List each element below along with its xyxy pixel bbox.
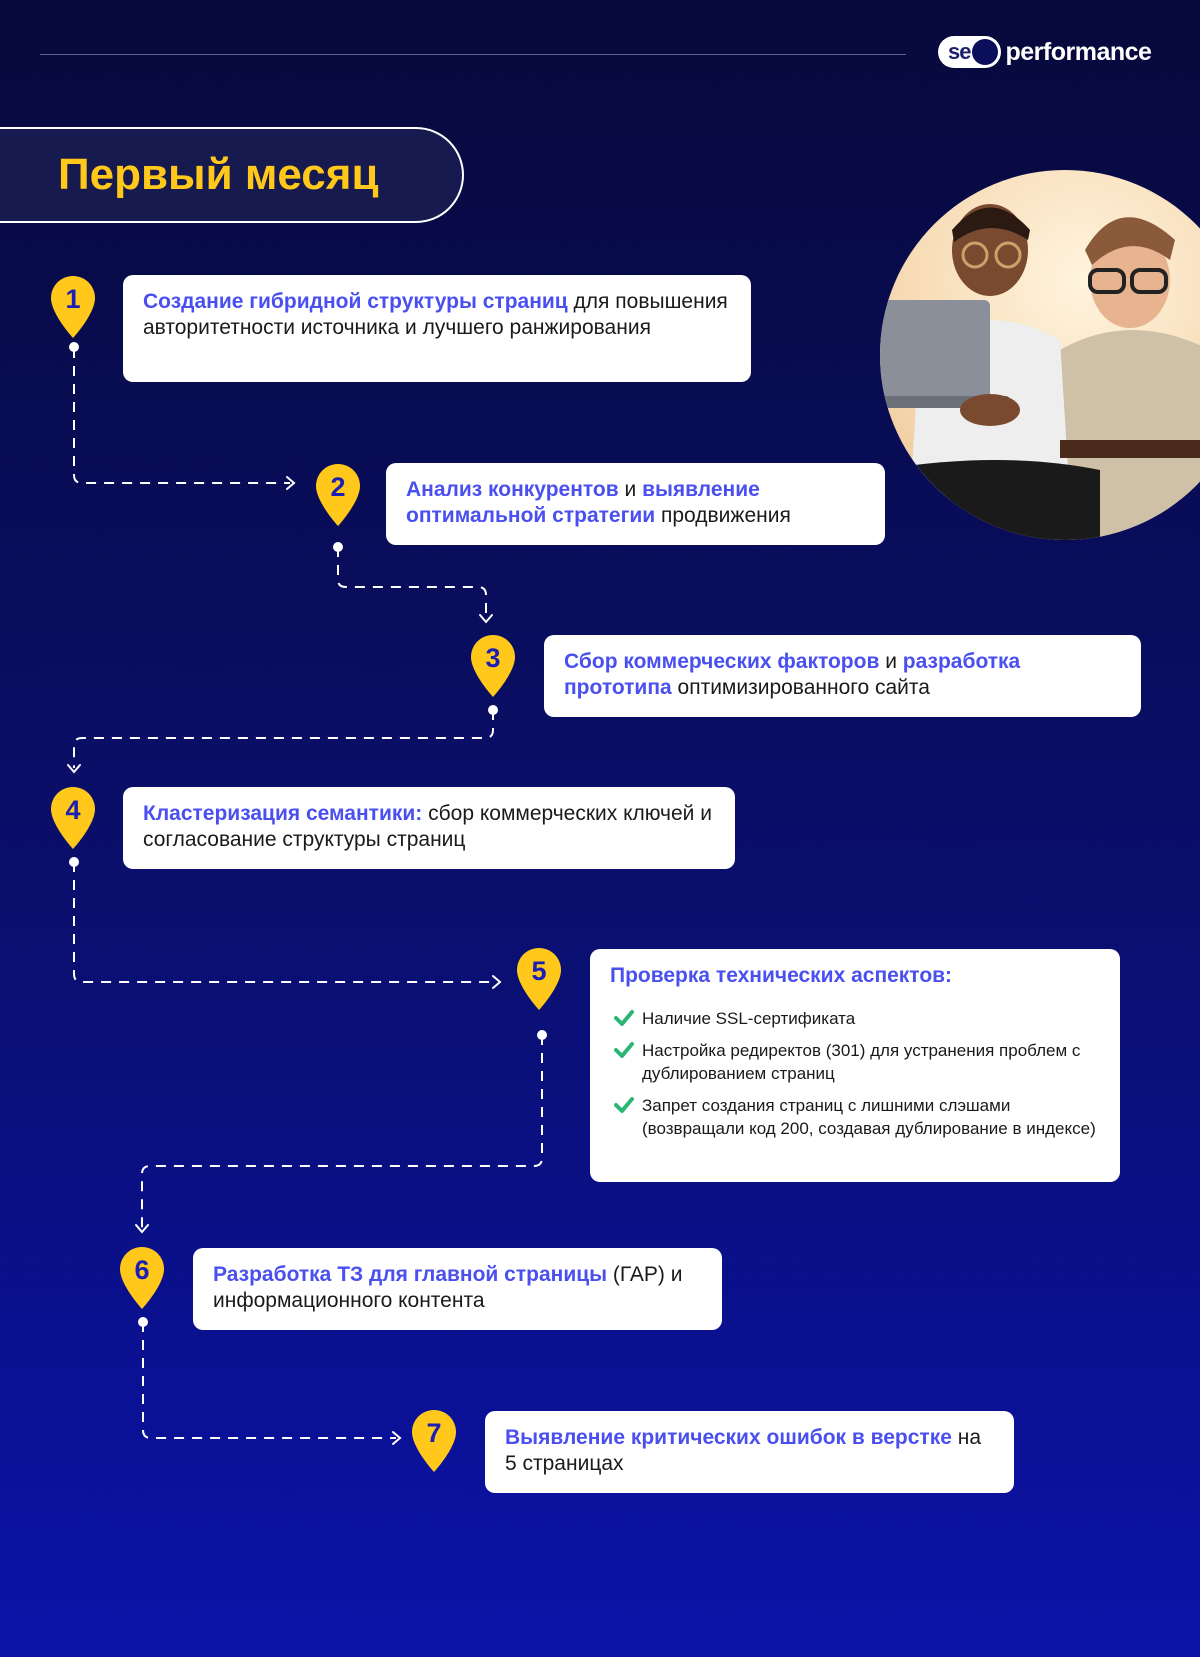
step-2-text: продвижения [655, 504, 791, 527]
map-pin-icon [517, 948, 561, 1010]
step-4-card: Кластеризация семантики: сбор коммерческ… [123, 787, 735, 869]
step-2-middle: и [618, 478, 643, 501]
step-6-pin: 6 [120, 1247, 164, 1309]
checklist-item: Запрет создания страниц с лишними слэшам… [610, 1094, 1100, 1140]
step-3-pin: 3 [471, 635, 515, 697]
checklist-item: Настройка редиректов (301) для устранени… [610, 1039, 1100, 1085]
checklist-item-text: Настройка редиректов (301) для устранени… [642, 1041, 1081, 1083]
step-4-pin: 4 [51, 787, 95, 849]
map-pin-icon [51, 787, 95, 849]
step-2-number: 2 [330, 472, 346, 502]
logo-performance-text: performance [1005, 37, 1152, 66]
people-illustration [880, 170, 1200, 540]
logo-badge: se [938, 36, 1002, 68]
step-7-number: 7 [426, 1418, 442, 1448]
people-with-laptop-illustration [880, 204, 1200, 540]
step-2-pin: 2 [316, 464, 360, 526]
step-4-highlight: Кластеризация семантики: [143, 802, 423, 825]
step-6-highlight: Разработка ТЗ для главной страницы [213, 1263, 608, 1286]
step-5-number: 5 [531, 956, 547, 986]
checklist-item-text: Наличие SSL-сертификата [642, 1009, 856, 1028]
step-3-card: Сбор коммерческих факторов и разработка … [544, 635, 1141, 717]
check-icon [614, 1010, 634, 1026]
title-banner [0, 127, 464, 223]
logo-dot-icon [972, 39, 999, 65]
step-7-card: Выявление критических ошибок в верстке н… [485, 1411, 1014, 1493]
step-5-highlight: Проверка технических аспектов: [610, 964, 953, 987]
step-7-highlight: Выявление критических ошибок в верстке [505, 1426, 952, 1449]
step-1-highlight: Создание гибридной структуры страниц [143, 290, 568, 313]
check-icon [614, 1097, 634, 1113]
step-5-card: Проверка технических аспектов: Наличие S… [590, 949, 1120, 1182]
step-2-highlight-2: выявление оптимальной стратегии [406, 478, 760, 527]
step-6-card: Разработка ТЗ для главной страницы (ГАР)… [193, 1248, 722, 1330]
step-7-pin: 7 [412, 1410, 456, 1472]
step-4-number: 4 [65, 795, 81, 825]
step-7-text: на 5 страницах [505, 1426, 982, 1475]
map-pin-icon [51, 276, 95, 338]
brand-logo[interactable]: se performance [938, 36, 1152, 68]
step-2-card: Анализ конкурентов и выявление оптимальн… [386, 463, 885, 545]
check-icon [614, 1042, 634, 1058]
step-3-highlight-2: разработка прототипа [564, 650, 1021, 699]
step-3-number: 3 [485, 643, 501, 673]
checklist-item: Наличие SSL-сертификата [610, 1007, 1100, 1030]
map-pin-icon [412, 1410, 456, 1472]
technical-checklist: Наличие SSL-сертификата Настройка редире… [610, 1007, 1100, 1140]
map-pin-icon [471, 635, 515, 697]
map-pin-icon [120, 1247, 164, 1309]
step-1-text: для повышения авторитетности источника и… [143, 290, 728, 339]
step-1-card: Создание гибридной структуры страниц для… [123, 275, 751, 382]
step-6-number: 6 [134, 1255, 150, 1285]
step-3-middle: и [879, 650, 903, 673]
step-6-text: (ГАР) и информационного контента [213, 1263, 683, 1312]
step-1-pin: 1 [51, 276, 95, 338]
checklist-item-text: Запрет создания страниц с лишними слэшам… [642, 1096, 1096, 1138]
logo-se-text: se [948, 39, 972, 64]
header-divider [40, 54, 906, 55]
map-pin-icon [316, 464, 360, 526]
page-title: Первый месяц [58, 150, 379, 199]
step-5-pin: 5 [517, 948, 561, 1010]
step-1-number: 1 [65, 284, 81, 314]
step-2-highlight: Анализ конкурентов [406, 478, 619, 501]
step-3-highlight: Сбор коммерческих факторов [564, 650, 880, 673]
step-3-text: оптимизированного сайта [671, 676, 930, 699]
step-4-text: сбор коммерческих ключей и согласование … [143, 802, 712, 851]
